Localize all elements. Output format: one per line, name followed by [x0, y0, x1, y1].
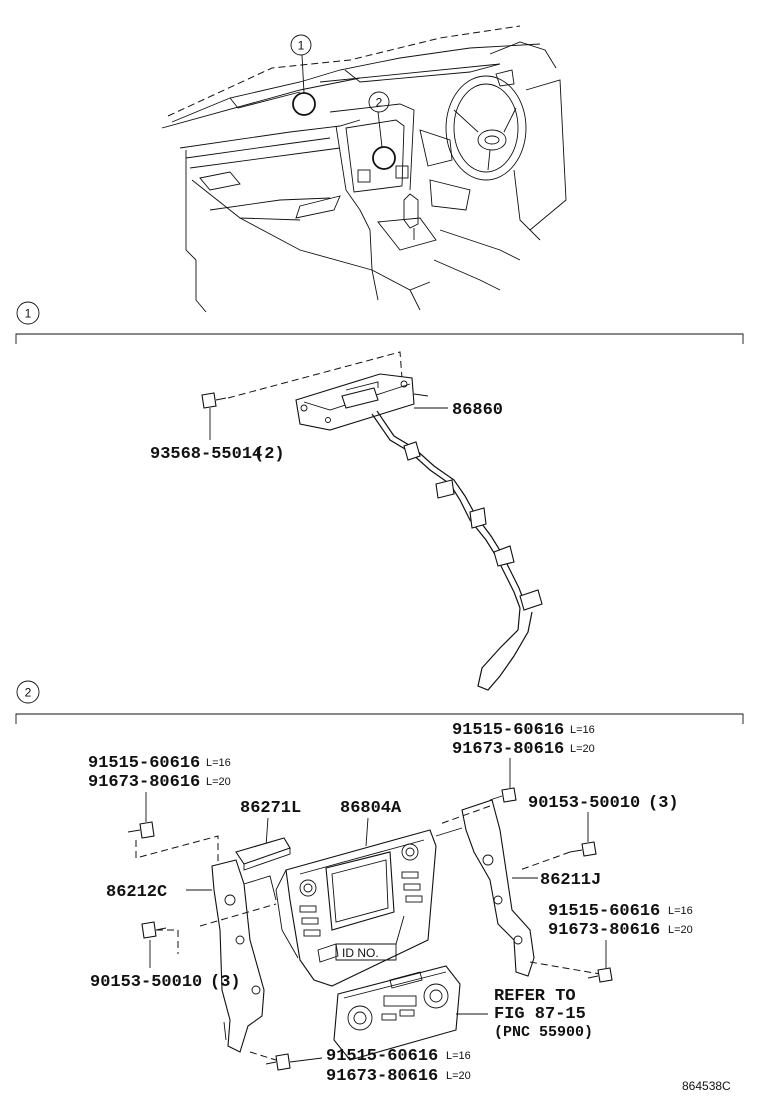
section-2-marker [16, 680, 40, 704]
bolt-93568-55014 [201, 392, 227, 440]
callout-2-label: 2 [376, 96, 383, 110]
climate-control-panel [333, 965, 488, 1061]
bottom-91673-label: 91673-80616 [326, 1067, 438, 1086]
bottom-91515-label: 91515-60616 [326, 1047, 438, 1066]
section-1: 1 93568-55014 (2) [15, 301, 744, 691]
callout-1-label: 1 [298, 39, 305, 53]
screw-left-qty-label: (3) [210, 973, 241, 992]
bracket-86271L [235, 837, 291, 871]
mid-right-91515-length: L=16 [668, 905, 693, 917]
unit-86860-label: 86860 [452, 401, 503, 420]
bolt-top-right [489, 787, 517, 803]
bracket-86211J-label: 86211J [540, 871, 601, 890]
screw-left-part-label: 90153-50010 [90, 973, 202, 992]
section-2-bracket [15, 713, 744, 724]
dashboard-overview: 1 2 [161, 25, 567, 313]
top-left-91673-length: L=20 [206, 776, 231, 788]
section-2: 2 91515-60616 L=16 91673-80616 L=20 9151… [15, 680, 744, 1086]
section-2-marker-label: 2 [25, 686, 32, 700]
bracket-86271L-label: 86271L [240, 799, 301, 818]
mid-right-91673-length: L=20 [668, 924, 693, 936]
bolt-bottom [265, 1053, 291, 1071]
id-no-label: ID NO. [342, 946, 379, 960]
refer-to-line1: REFER TO [494, 987, 576, 1006]
callout-2-bubble [368, 91, 390, 113]
bottom-91515-length: L=16 [446, 1050, 471, 1062]
bracket-86212C [211, 859, 277, 1053]
id-number-tag: ID NO. [335, 915, 405, 961]
figure-code: 864538C [682, 1079, 731, 1093]
top-left-91673-label: 91673-80616 [88, 773, 200, 792]
screw-left [141, 921, 167, 939]
callout-1-marker [292, 92, 316, 116]
screw-right [569, 841, 597, 857]
mid-right-91515-label: 91515-60616 [548, 902, 660, 921]
bolt-93568-part-label: 93568-55014 [150, 445, 262, 464]
unit-86860 [295, 373, 543, 691]
screw-right-qty-label: (3) [648, 794, 679, 813]
section-1-bracket [15, 333, 744, 344]
display-86804A-label: 86804A [340, 799, 402, 818]
section-1-marker [16, 301, 40, 325]
top-left-91515-length: L=16 [206, 757, 231, 769]
display-86804A [275, 829, 437, 987]
bolt-93568-qty-label: (2) [254, 445, 285, 464]
section-1-marker-label: 1 [25, 307, 32, 321]
mid-right-91673-label: 91673-80616 [548, 921, 660, 940]
bracket-86211J [435, 799, 535, 977]
top-right-91673-length: L=20 [570, 743, 595, 755]
bottom-91673-length: L=20 [446, 1070, 471, 1082]
top-left-91515-label: 91515-60616 [88, 754, 200, 773]
refer-to-line3: (PNC 55900) [494, 1024, 593, 1041]
callout-1-bubble [290, 34, 312, 56]
screw-right-part-label: 90153-50010 [528, 794, 640, 813]
callout-2-marker [372, 146, 396, 170]
bracket-86212C-label: 86212C [106, 883, 167, 902]
bolt-top-left [127, 821, 155, 839]
refer-to-line2: FIG 87-15 [494, 1005, 586, 1024]
top-right-91515-label: 91515-60616 [452, 721, 564, 740]
bolt-mid-right [587, 967, 613, 983]
top-right-91673-label: 91673-80616 [452, 740, 564, 759]
top-right-91515-length: L=16 [570, 724, 595, 736]
